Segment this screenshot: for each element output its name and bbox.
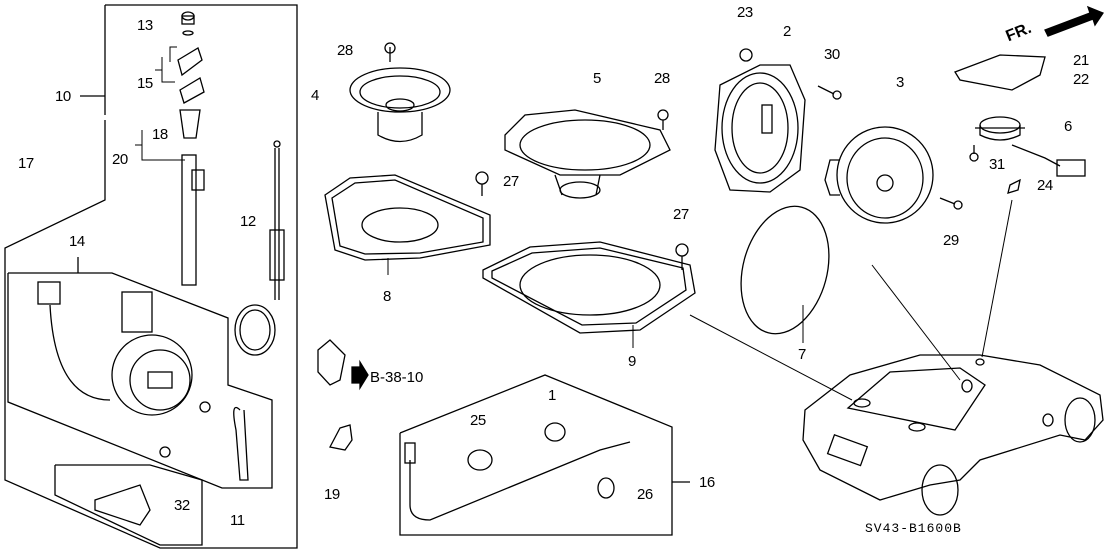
diagram-code: SV43-B1600B: [865, 521, 962, 536]
gasket-9-icon: [482, 241, 696, 334]
callout-7: 7: [798, 346, 806, 363]
callout-8: 8: [383, 288, 391, 305]
speaker-bracket-2-icon: [714, 64, 806, 193]
callout-24: 24: [1037, 177, 1053, 194]
callout-30: 30: [824, 46, 840, 63]
callout-6: 6: [1064, 118, 1072, 135]
callout-12: 12: [240, 213, 256, 230]
speaker-4-icon: [349, 42, 451, 143]
front-direction-arrow-icon: [1044, 5, 1104, 37]
antenna-mast-icon: [177, 11, 285, 356]
callout-11: 11: [230, 512, 245, 529]
speaker-5-icon: [504, 109, 671, 199]
callout-14: 14: [69, 233, 85, 250]
seal-7-icon: [740, 205, 830, 335]
callout-23: 23: [737, 4, 753, 21]
callout-16: 16: [699, 474, 715, 491]
motor-group-frame: [7, 257, 273, 546]
antenna-motor-icon: [37, 281, 249, 526]
callout-19: 19: [324, 486, 340, 503]
cross-reference-link[interactable]: B-38-10: [370, 369, 424, 386]
callout-3: 3: [896, 74, 904, 91]
callout-17: 17: [18, 155, 34, 172]
callout-1: 1: [548, 387, 556, 404]
callout-32: 32: [174, 497, 190, 514]
screws-icon: [475, 48, 1021, 270]
callout-28b: 28: [654, 70, 670, 87]
connector-19-icon: [317, 339, 369, 451]
callout-5: 5: [593, 70, 601, 87]
callout-4: 4: [311, 87, 319, 104]
callout-2: 2: [783, 23, 791, 40]
callout-29: 29: [943, 232, 959, 249]
callout-28a: 28: [337, 42, 353, 59]
tweeter-6-icon: [975, 116, 1086, 177]
cable-group-frame: [399, 374, 690, 536]
speaker-3-icon: [824, 126, 934, 224]
callout-26: 26: [637, 486, 653, 503]
callout-31: 31: [989, 156, 1005, 173]
callout-21: 21: [1073, 52, 1089, 69]
callout-22: 22: [1073, 71, 1089, 88]
callout-9: 9: [628, 353, 636, 370]
callout-27a: 27: [503, 173, 519, 190]
leader-lines: [135, 46, 1013, 401]
callout-25: 25: [470, 412, 486, 429]
gasket-8-icon: [324, 174, 491, 261]
callout-15: 15: [137, 75, 153, 92]
callout-10: 10: [55, 88, 71, 105]
car-location-icon: [802, 354, 1104, 516]
antenna-group-frame: [4, 4, 298, 549]
tweeter-grille-icon: [954, 54, 1046, 91]
callout-18: 18: [152, 126, 168, 143]
callout-27b: 27: [673, 206, 689, 223]
callout-13: 13: [137, 17, 153, 34]
callout-20: 20: [112, 151, 128, 168]
